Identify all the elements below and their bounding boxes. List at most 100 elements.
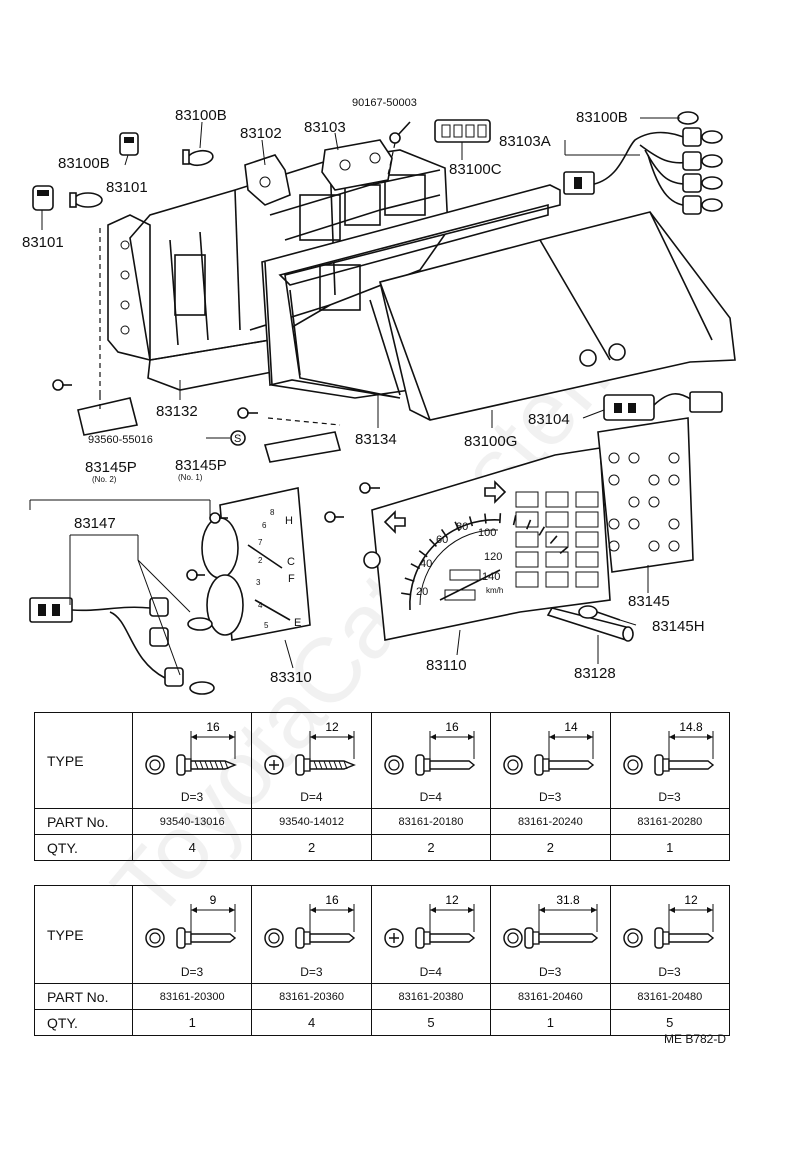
callout-83110: 83110 bbox=[426, 657, 467, 674]
warning-window bbox=[515, 551, 539, 568]
warning-window bbox=[515, 491, 539, 508]
warning-window bbox=[545, 531, 569, 548]
speedo-mark-80: 80 bbox=[456, 521, 468, 533]
length-dimension: 14.8 bbox=[679, 720, 703, 734]
callout-93560-55016: 93560-55016 bbox=[88, 434, 153, 446]
speedo-mark-60: 60 bbox=[436, 534, 448, 546]
part-no-9: 83161-20460 bbox=[490, 983, 611, 1010]
qty-8: 5 bbox=[370, 1009, 492, 1036]
warning-window bbox=[575, 491, 599, 508]
callout-83100g: 83100G bbox=[464, 433, 517, 450]
qty-4: 2 bbox=[490, 834, 611, 861]
trip-knob-83128 bbox=[546, 607, 634, 642]
warning-lamp-icon bbox=[648, 496, 660, 508]
gauge-screw-top bbox=[209, 512, 228, 524]
warning-window bbox=[515, 511, 539, 528]
part-no-3: 83161-20180 bbox=[370, 808, 492, 835]
callout-83103: 83103 bbox=[304, 119, 346, 136]
speedo-tick bbox=[549, 535, 558, 545]
qty-7: 4 bbox=[251, 1009, 372, 1036]
connector-83100C bbox=[434, 119, 491, 143]
dial-screw bbox=[359, 482, 380, 494]
callout-83102: 83102 bbox=[240, 125, 282, 142]
speedo-tick bbox=[410, 563, 421, 570]
callout-83145p-no2: 83145P bbox=[85, 459, 137, 476]
diameter-label: D=3 bbox=[180, 790, 204, 804]
diameter-label: D=4 bbox=[419, 790, 442, 804]
warning-lamp-icon bbox=[608, 540, 620, 552]
callout-83145p-no1: 83145P bbox=[175, 457, 227, 474]
warning-window bbox=[575, 511, 599, 528]
speedo-mark-120: 120 bbox=[484, 551, 502, 563]
exploded-parts-diagram: S 20 40 60 80 100 120 140 km/h bbox=[22, 97, 736, 695]
row-label-part: PART No. bbox=[34, 808, 133, 835]
leader-lines bbox=[29, 117, 680, 676]
speedo-tick bbox=[428, 538, 438, 547]
length-dimension: 16 bbox=[326, 893, 340, 907]
length-dimension: 31.8 bbox=[556, 893, 580, 907]
length-dimension: 14 bbox=[564, 720, 578, 734]
warning-lamp-icon bbox=[628, 496, 640, 508]
speedo-tick bbox=[512, 515, 517, 526]
warning-window bbox=[575, 531, 599, 548]
warning-lamp-icon bbox=[628, 518, 640, 530]
warning-window bbox=[575, 571, 599, 588]
fastener-drawing: 12 bbox=[264, 720, 357, 776]
dial-screw-2 bbox=[324, 511, 344, 523]
qty-10: 5 bbox=[609, 1009, 731, 1036]
callout-83145h: 83145H bbox=[652, 618, 705, 635]
tacho-mark-2: 2 bbox=[258, 556, 263, 565]
qty-2: 2 bbox=[251, 834, 372, 861]
speedo-mark-100: 100 bbox=[478, 527, 496, 539]
speedo-tick bbox=[418, 550, 428, 558]
length-dimension: 9 bbox=[210, 893, 217, 907]
callout-83104: 83104 bbox=[528, 411, 570, 428]
tacho-mark-3: 3 bbox=[256, 578, 261, 587]
svg-text:S: S bbox=[234, 433, 241, 445]
wire-harness-83147 bbox=[29, 597, 215, 695]
part-no-6: 83161-20300 bbox=[131, 983, 253, 1010]
speedo-unit: km/h bbox=[486, 586, 503, 595]
warning-lamp-icon bbox=[668, 518, 680, 530]
part-no-10: 83161-20480 bbox=[609, 983, 731, 1010]
speedo-mark-20: 20 bbox=[416, 586, 428, 598]
fastener-drawing: 9 bbox=[145, 893, 237, 949]
warning-lamp-icon bbox=[668, 474, 680, 486]
fastener-drawing: 16 bbox=[384, 720, 475, 776]
warning-lamp-icon bbox=[628, 452, 640, 464]
diameter-label: D=3 bbox=[658, 790, 681, 804]
screw-mid-1 bbox=[237, 407, 258, 419]
warning-window bbox=[515, 531, 539, 548]
warning-lamp-icon bbox=[648, 540, 660, 552]
fastener-drawing: 16 bbox=[264, 893, 356, 949]
gauge-mark-c: C bbox=[287, 556, 295, 568]
warning-lamp-icon bbox=[668, 452, 680, 464]
fastener-drawing: 12 bbox=[622, 893, 714, 949]
diameter-label: D=3 bbox=[538, 965, 562, 979]
qty-9: 1 bbox=[490, 1009, 611, 1036]
fastener-drawing: 16 bbox=[145, 720, 237, 776]
meter-hood bbox=[379, 211, 736, 421]
length-dimension: 16 bbox=[206, 720, 220, 734]
speedo-mark-140: 140 bbox=[482, 571, 500, 583]
row-label-type-2: TYPE bbox=[34, 885, 133, 984]
clip-93560: S bbox=[230, 430, 246, 446]
fastener-drawing: 14.8 bbox=[622, 720, 714, 776]
diameter-label: D=3 bbox=[180, 965, 204, 979]
speedo-tick bbox=[538, 526, 546, 536]
speedo-tick bbox=[404, 577, 415, 582]
speedo-tick bbox=[499, 513, 502, 524]
wire-harness-83103A bbox=[563, 111, 723, 215]
fastener-drawing: 14 bbox=[503, 720, 595, 776]
length-dimension: 12 bbox=[445, 893, 459, 907]
length-dimension: 12 bbox=[326, 720, 340, 734]
callout-83100c: 83100C bbox=[449, 161, 502, 178]
part-no-2: 93540-14012 bbox=[251, 808, 372, 835]
warning-window bbox=[545, 551, 569, 568]
qty-5: 1 bbox=[609, 834, 731, 861]
diameter-label: D=4 bbox=[300, 790, 323, 804]
